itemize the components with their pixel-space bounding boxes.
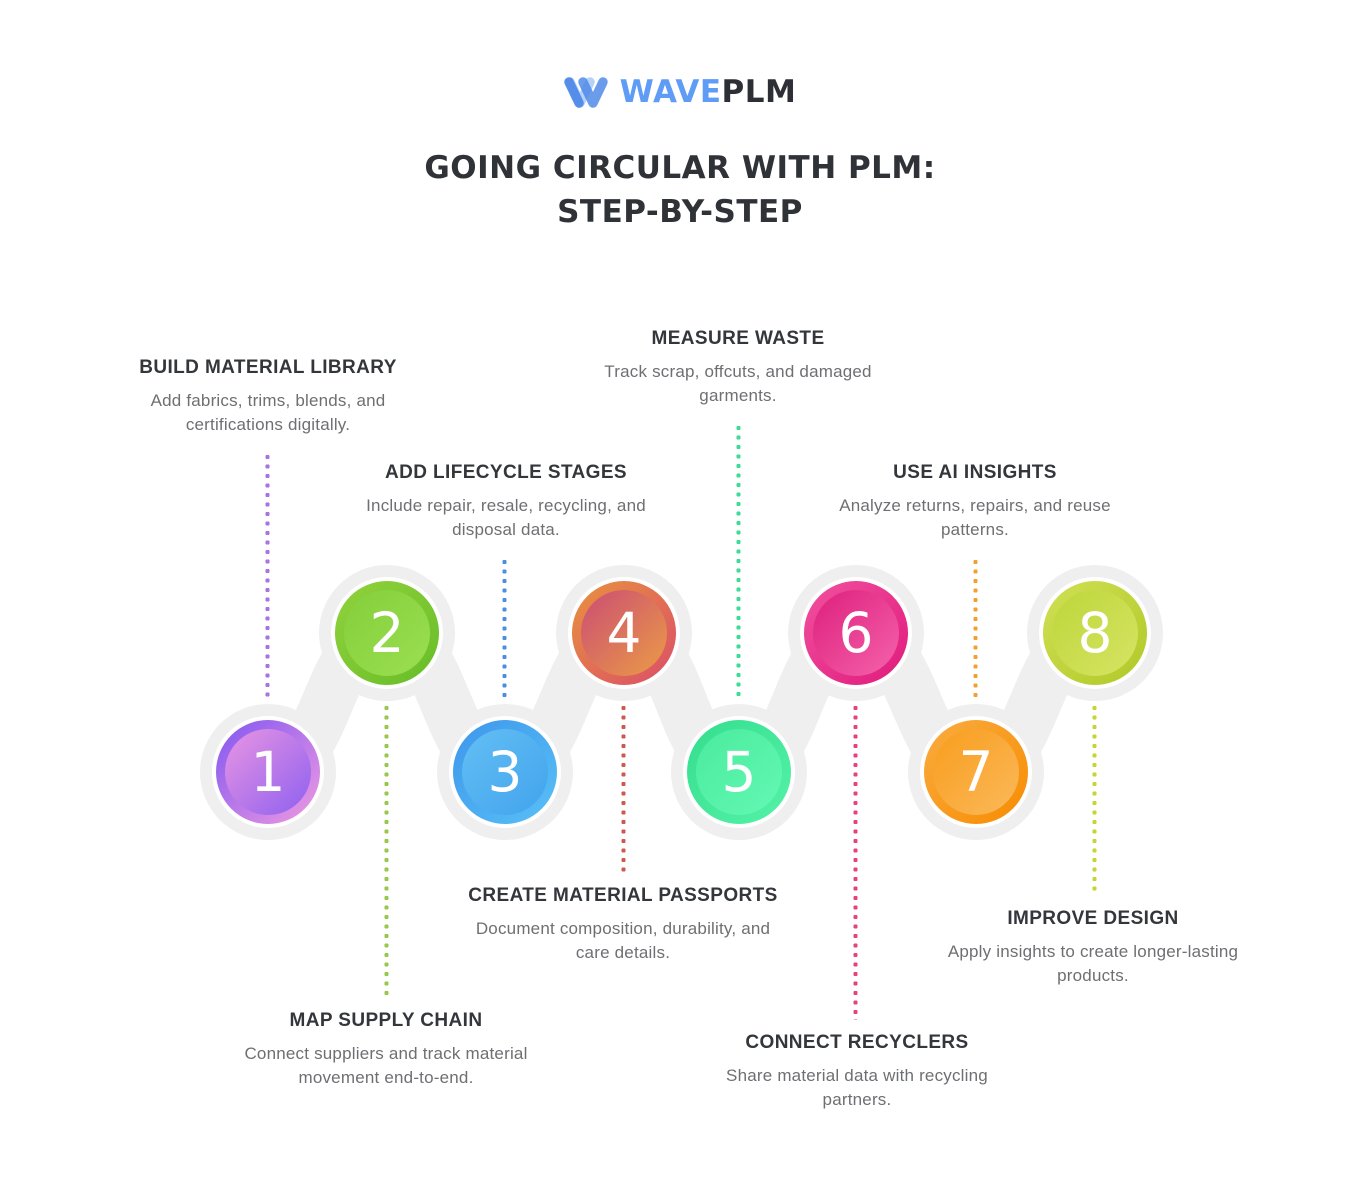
step-6-dotted-line xyxy=(853,705,858,1020)
step-2-number: 2 xyxy=(369,600,405,665)
step-7-number: 7 xyxy=(958,739,994,804)
step-2-description: Connect suppliers and track material mov… xyxy=(244,1044,528,1087)
step-7-title: USE AI INSIGHTS xyxy=(893,462,1057,483)
step-3-circle: 3 xyxy=(453,720,557,824)
step-8-title: IMPROVE DESIGN xyxy=(1007,908,1179,929)
page-title-line2: STEP-BY-STEP xyxy=(557,194,803,230)
step-6-circle-inner xyxy=(813,590,899,676)
step-5-description: Track scrap, offcuts, and damaged garmen… xyxy=(604,362,872,405)
step-6-number: 6 xyxy=(838,600,874,665)
step-5-number: 5 xyxy=(721,739,757,804)
step-2-circle-inner xyxy=(344,590,430,676)
step-2-textblock: MAP SUPPLY CHAIN Connect suppliers and t… xyxy=(231,1010,541,1089)
step-6-textblock: CONNECT RECYCLERS Share material data wi… xyxy=(712,1032,1002,1111)
step-8-textblock: IMPROVE DESIGN Apply insights to create … xyxy=(932,908,1254,987)
logo-plm-text: PLM xyxy=(721,74,797,110)
step-2-dotted-line xyxy=(384,705,389,998)
step-5-circle-inner xyxy=(696,729,782,815)
step-7-circle: 7 xyxy=(924,720,1028,824)
step-3-title: ADD LIFECYCLE STAGES xyxy=(385,462,627,483)
step-6-description: Share material data with recycling partn… xyxy=(726,1066,988,1109)
step-1-number: 1 xyxy=(250,739,286,804)
step-8-circle: 8 xyxy=(1043,581,1147,685)
step-8-description: Apply insights to create longer-lasting … xyxy=(947,942,1239,985)
step-8-circle-inner xyxy=(1052,590,1138,676)
step-2-title: MAP SUPPLY CHAIN xyxy=(289,1010,483,1031)
step-1-description: Add fabrics, trims, blends, and certific… xyxy=(150,391,386,434)
step-4-title: CREATE MATERIAL PASSPORTS xyxy=(468,885,778,906)
step-4-number: 4 xyxy=(606,600,642,665)
step-2-circle: 2 xyxy=(335,581,439,685)
step-8-dotted-line xyxy=(1092,705,1097,896)
logo-wave-text: WAVE xyxy=(619,74,722,110)
step-3-dotted-line xyxy=(502,559,507,700)
step-5-circle: 5 xyxy=(687,720,791,824)
step-1-dotted-line xyxy=(265,454,270,700)
step-3-circle-inner xyxy=(462,729,548,815)
step-8-number: 8 xyxy=(1077,600,1113,665)
step-5-textblock: MEASURE WASTE Track scrap, offcuts, and … xyxy=(596,328,881,407)
step-3-number: 3 xyxy=(487,739,523,804)
step-7-textblock: USE AI INSIGHTS Analyze returns, repairs… xyxy=(829,462,1121,541)
wave-logo-icon xyxy=(563,77,608,108)
step-4-description: Document composition, durability, and ca… xyxy=(475,919,771,962)
logo: WAVEPLM xyxy=(0,74,1360,111)
step-3-description: Include repair, resale, recycling, and d… xyxy=(366,496,646,539)
step-7-description: Analyze returns, repairs, and reuse patt… xyxy=(839,496,1111,539)
step-1-circle-inner xyxy=(225,729,311,815)
step-3-textblock: ADD LIFECYCLE STAGES Include repair, res… xyxy=(355,462,657,541)
step-7-dotted-line xyxy=(973,559,978,700)
step-6-title: CONNECT RECYCLERS xyxy=(745,1032,969,1053)
page-title: GOING CIRCULAR WITH PLM: STEP-BY-STEP xyxy=(0,146,1360,234)
step-4-textblock: CREATE MATERIAL PASSPORTS Document compo… xyxy=(464,885,782,964)
step-1-title: BUILD MATERIAL LIBRARY xyxy=(139,357,397,378)
step-7-circle-inner xyxy=(933,729,1019,815)
logo-wordmark: WAVEPLM xyxy=(620,77,797,108)
step-1-circle: 1 xyxy=(216,720,320,824)
page-title-line1: GOING CIRCULAR WITH PLM: xyxy=(424,150,936,186)
step-6-circle: 6 xyxy=(804,581,908,685)
step-1-textblock: BUILD MATERIAL LIBRARY Add fabrics, trim… xyxy=(132,357,404,436)
step-5-title: MEASURE WASTE xyxy=(651,328,825,349)
step-4-dotted-line xyxy=(621,705,626,873)
step-5-dotted-line xyxy=(736,425,741,700)
step-4-circle: 4 xyxy=(572,581,676,685)
step-4-circle-inner xyxy=(581,590,667,676)
